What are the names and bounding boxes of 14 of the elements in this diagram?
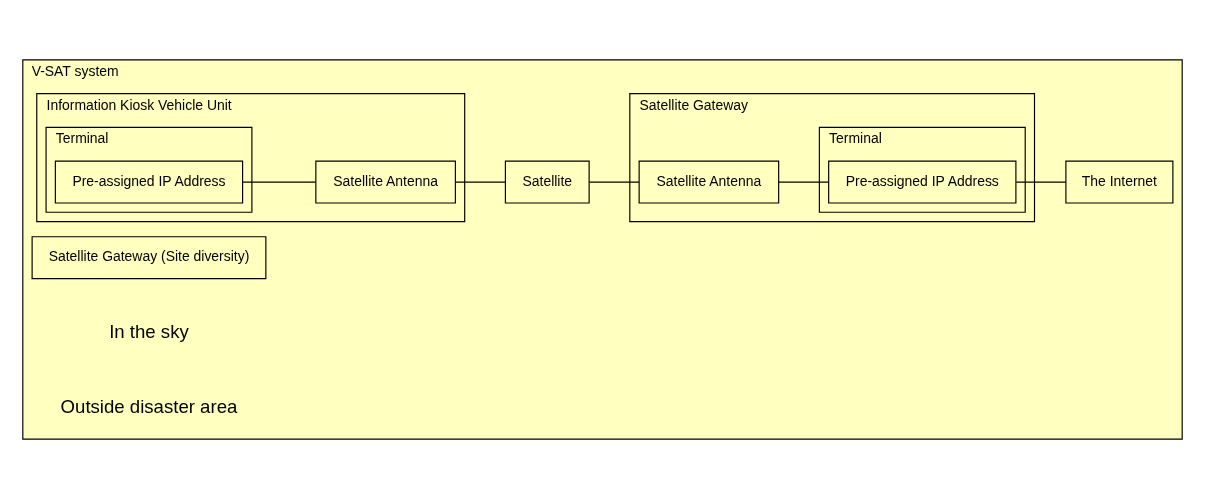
node-box: Pre-assigned IP Address: [54, 160, 244, 204]
connector: [242, 181, 317, 183]
node-box: Satellite: [504, 160, 590, 204]
connector: [1015, 181, 1067, 183]
node-box: The Internet: [1065, 160, 1174, 204]
node-box: Satellite Antenna: [315, 160, 456, 204]
connector: [778, 181, 830, 183]
node-box: Pre-assigned IP Address: [828, 160, 1017, 204]
node-box: Satellite Gateway (Site diversity): [31, 236, 267, 280]
node-box: Satellite Antenna: [638, 160, 780, 204]
connector: [455, 181, 506, 183]
connector: [588, 181, 640, 183]
label: In the sky: [109, 320, 189, 342]
label: Outside disaster area: [60, 396, 238, 418]
